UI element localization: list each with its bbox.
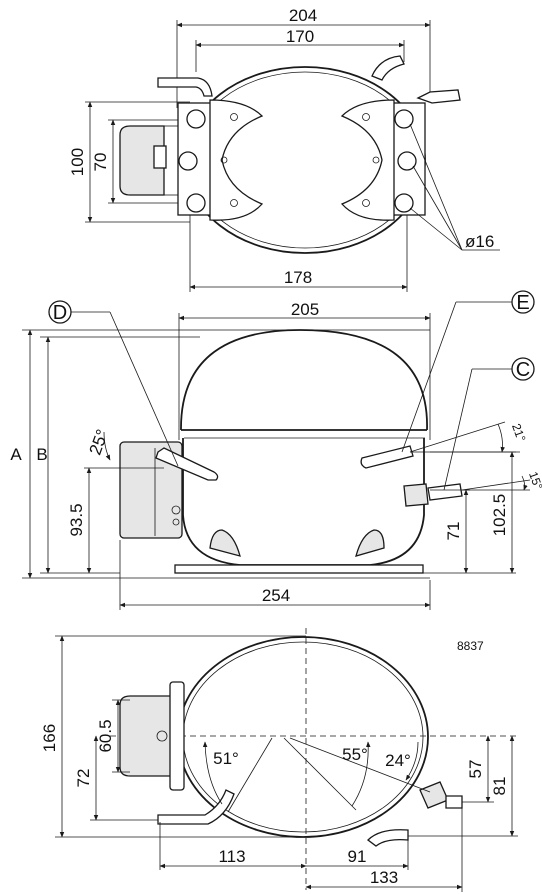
dim-70: 70 bbox=[91, 153, 110, 172]
dim-81: 81 bbox=[490, 777, 509, 796]
angle-25: 25° bbox=[86, 427, 113, 458]
pipe-right-bottom bbox=[445, 795, 463, 809]
callout-d: D bbox=[53, 302, 67, 324]
dim-166: 166 bbox=[40, 724, 59, 752]
dim-91: 91 bbox=[348, 847, 367, 866]
dim-170: 170 bbox=[286, 27, 314, 46]
foot-left bbox=[209, 99, 264, 221]
pipe-e bbox=[360, 445, 414, 469]
dim-b: B bbox=[36, 445, 47, 464]
dim-60-5: 60.5 bbox=[96, 719, 115, 752]
dim-100: 100 bbox=[68, 148, 87, 176]
callout-e: E bbox=[516, 292, 529, 314]
pipe-center-bottom bbox=[367, 829, 409, 847]
dim-57: 57 bbox=[466, 760, 485, 779]
dim-a: A bbox=[10, 445, 22, 464]
side-view: 205 A B D bbox=[10, 290, 542, 610]
dim-113: 113 bbox=[218, 847, 245, 866]
drawing-code: 8837 bbox=[457, 639, 484, 653]
dim-71: 71 bbox=[444, 522, 463, 541]
hole-diameter-label: ø16 bbox=[465, 232, 494, 251]
angle-15: 15° bbox=[526, 470, 542, 492]
top-view: 204 170 bbox=[68, 6, 500, 292]
pipe-left-top bbox=[157, 77, 213, 97]
dim-72: 72 bbox=[74, 769, 93, 788]
pipe-left-bottom bbox=[157, 789, 235, 825]
angle-51: 51° bbox=[213, 749, 239, 768]
pipe-d bbox=[155, 447, 219, 481]
bottom-view: 8837 51° 55° 24° 166 60. bbox=[40, 628, 520, 892]
shell-dome bbox=[180, 329, 428, 431]
dim-102-5: 102.5 bbox=[490, 494, 509, 537]
pipe-right-top bbox=[371, 55, 405, 81]
dim-205: 205 bbox=[291, 300, 319, 319]
dim-178: 178 bbox=[284, 268, 312, 287]
dim-254: 254 bbox=[262, 586, 290, 605]
angle-55: 55° bbox=[342, 745, 368, 764]
dim-93-5: 93.5 bbox=[67, 503, 86, 536]
angle-21: 21° bbox=[509, 422, 528, 444]
terminal-box-side bbox=[119, 441, 183, 539]
callout-c: C bbox=[516, 359, 530, 381]
dim-133: 133 bbox=[370, 868, 398, 887]
pipe-c bbox=[427, 483, 463, 501]
angle-24: 24° bbox=[385, 751, 411, 770]
foot-right bbox=[340, 99, 395, 221]
dim-204: 204 bbox=[289, 6, 317, 25]
pipe-right-side bbox=[416, 89, 461, 104]
